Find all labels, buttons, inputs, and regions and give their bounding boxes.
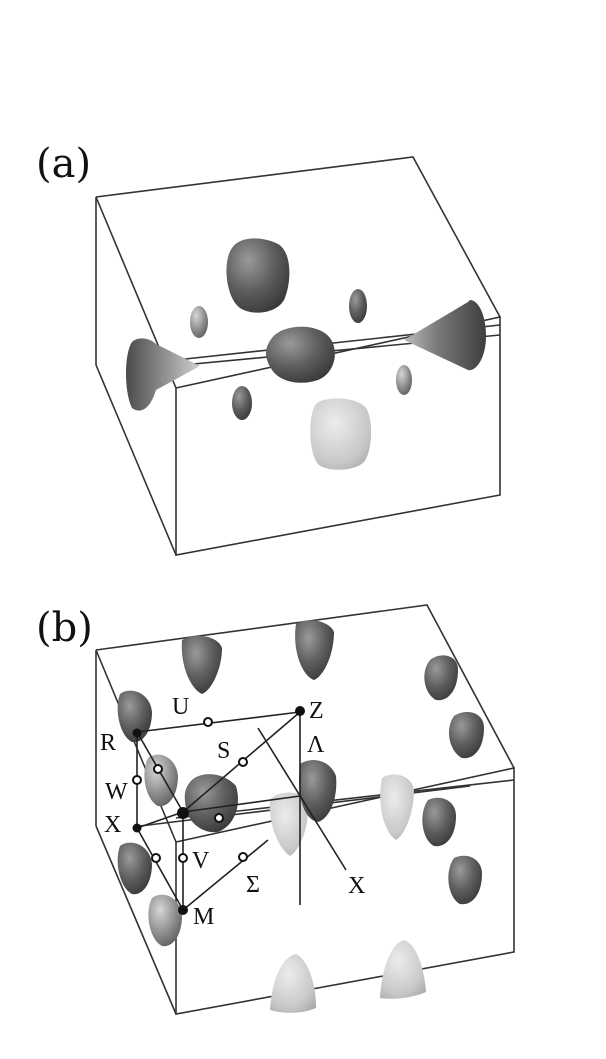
marker-S — [238, 757, 248, 767]
marker-W — [132, 775, 142, 785]
pocket-b-top-left — [181, 635, 222, 694]
pocket-b-center — [269, 792, 309, 856]
pocket-b-bottom-right — [380, 940, 426, 999]
panel-b-pockets — [117, 620, 484, 1013]
pocket-small-lower-left — [232, 386, 252, 420]
pocket-b-right-center — [380, 774, 414, 840]
pocket-small-upper-right — [349, 289, 367, 323]
marker-X-V — [151, 853, 161, 863]
label-R: R — [100, 730, 116, 756]
label-X-right: X — [348, 873, 365, 899]
pocket-center — [266, 326, 335, 383]
label-Sigma: Σ — [246, 872, 260, 898]
pocket-b-right-4 — [448, 855, 482, 905]
pocket-b-left-1 — [117, 690, 152, 743]
marker-Gamma — [177, 807, 189, 819]
label-X-left: X — [104, 812, 121, 838]
label-M: M — [193, 904, 214, 930]
pocket-b-right-1 — [424, 655, 458, 701]
marker-R — [132, 728, 142, 738]
pocket-b-left-4 — [148, 894, 182, 947]
pocket-small-lower-right — [396, 365, 412, 395]
marker-V — [178, 853, 188, 863]
label-V: V — [192, 848, 210, 874]
marker-Delta — [214, 813, 224, 823]
panel-b: (b) — [36, 604, 515, 1015]
symmetry-markers — [132, 706, 305, 915]
marker-Z — [295, 706, 305, 716]
pocket-cone-right — [404, 300, 486, 371]
pocket-cone-left — [126, 338, 200, 411]
pocket-b-top-right — [295, 620, 334, 680]
label-Z: Z — [309, 698, 324, 724]
label-S: S — [217, 738, 230, 764]
pocket-b-right-2 — [448, 712, 484, 759]
marker-U — [203, 717, 213, 727]
pocket-b-left-2 — [144, 754, 178, 807]
label-W: W — [105, 779, 128, 805]
marker-X-left — [132, 823, 142, 833]
marker-M — [178, 905, 188, 915]
symmetry-labels: U Z R S Λ W X V Σ X M — [100, 694, 365, 930]
marker-Sigma — [238, 852, 248, 862]
panel-b-label: (b) — [36, 605, 93, 651]
panel-a-label: (a) — [36, 141, 91, 187]
pocket-small-upper-left — [190, 306, 208, 338]
pocket-b-bottom-left — [270, 954, 316, 1013]
pocket-top-center — [226, 238, 290, 313]
pocket-b-center-left — [184, 774, 238, 833]
label-U: U — [172, 694, 189, 720]
pocket-b-left-3 — [117, 842, 152, 895]
pocket-b-center-right — [298, 760, 337, 822]
label-Lambda: Λ — [307, 732, 325, 758]
pocket-b-right-3 — [422, 797, 456, 847]
panel-a-pockets — [126, 238, 486, 470]
marker-R-W — [153, 764, 163, 774]
pocket-bottom-center — [310, 398, 372, 470]
panel-a: (a) — [36, 141, 501, 556]
